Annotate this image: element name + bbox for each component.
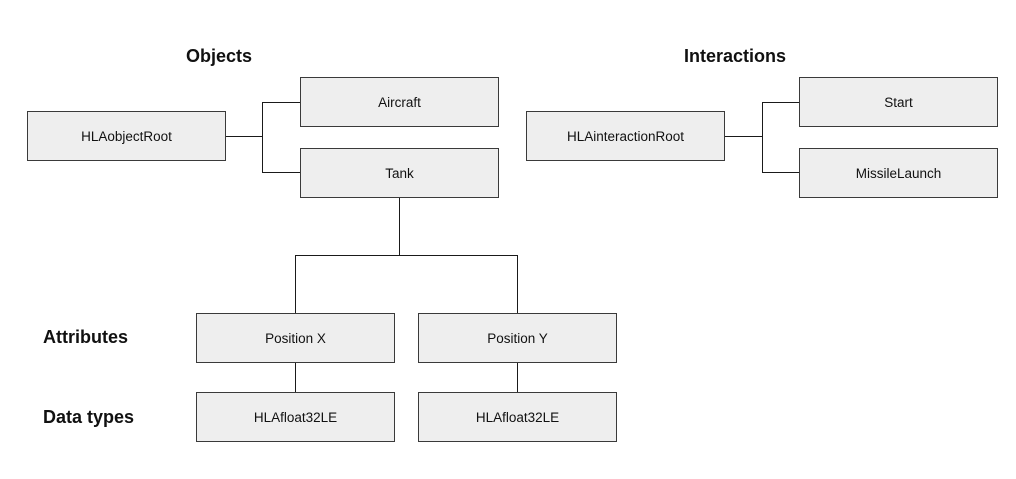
connector-position-x-to-type [295,363,296,393]
interaction-node-start: Start [799,77,998,127]
connector-to-tank [262,172,300,173]
connector-to-position-y [517,255,518,313]
object-root-node: HLAobjectRoot [27,111,226,161]
connector-to-aircraft [262,102,300,103]
object-node-aircraft: Aircraft [300,77,499,127]
connector-object-branch-vertical [262,102,263,173]
connector-attributes-horizontal [295,255,518,256]
data-types-heading: Data types [43,407,135,427]
connector-interaction-root-to-branch [725,136,763,137]
connector-position-y-to-type [517,363,518,393]
attribute-node-position-x: Position X [196,313,395,363]
connector-to-missile-launch [762,172,799,173]
connector-to-position-x [295,255,296,313]
data-type-node-position-y: HLAfloat32LE [418,392,617,442]
data-type-node-position-x: HLAfloat32LE [196,392,395,442]
attribute-node-position-y: Position Y [418,313,617,363]
object-node-tank: Tank [300,148,499,198]
objects-heading: Objects [186,46,253,66]
connector-root-to-branch [226,136,263,137]
interaction-node-missile-launch: MissileLaunch [799,148,998,198]
attributes-heading: Attributes [43,327,128,347]
connector-interaction-branch-vertical [762,102,763,173]
interaction-root-node: HLAinteractionRoot [526,111,725,161]
connector-tank-down [399,198,400,256]
interactions-heading: Interactions [684,46,787,66]
connector-to-start [762,102,799,103]
